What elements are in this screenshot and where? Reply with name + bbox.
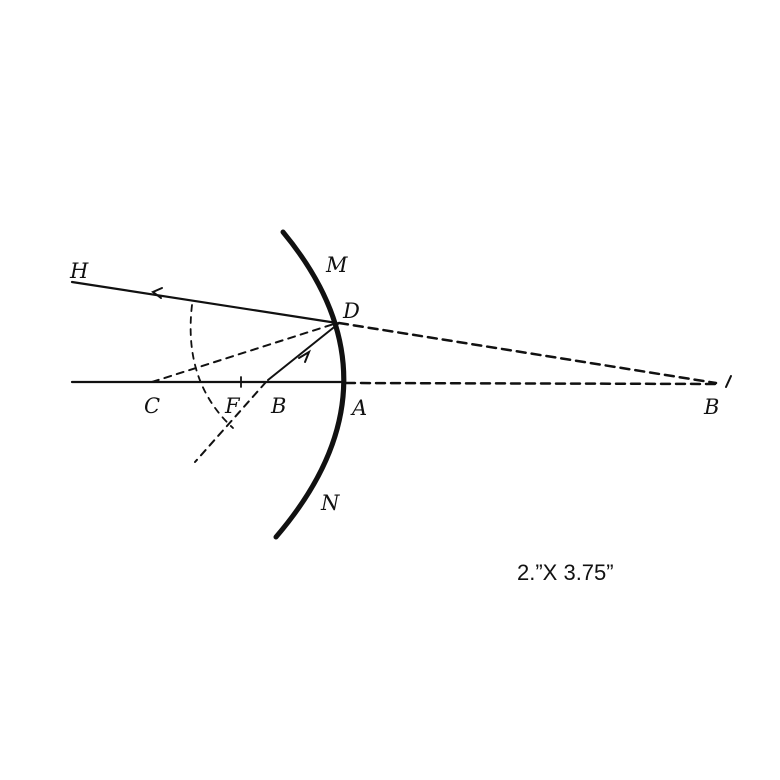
angle-arc-dashed	[189, 304, 234, 429]
label-M: M	[325, 253, 348, 277]
label-N: N	[320, 491, 340, 515]
label-B-outer: B	[703, 395, 719, 419]
size-note: 2.”X 3.75”	[517, 560, 614, 585]
mirror-arc	[273, 229, 347, 540]
label-C: C	[144, 394, 160, 418]
reflected-ray	[70, 280, 339, 325]
label-H: H	[69, 259, 89, 283]
label-D: D	[342, 299, 360, 323]
reflected-ray-arrow	[151, 287, 163, 299]
far-point-tick	[725, 375, 732, 388]
incident-ray-arrow	[298, 349, 312, 363]
label-B-inner: B	[270, 394, 286, 418]
incident-ray-extension	[194, 381, 267, 463]
label-F: F	[224, 394, 241, 418]
reflected-ray-extension	[337, 321, 718, 385]
label-A: A	[350, 396, 367, 420]
axis-extension-dashed	[344, 381, 720, 386]
radius-cd-dashed	[151, 322, 338, 383]
incident-ray	[267, 323, 339, 381]
